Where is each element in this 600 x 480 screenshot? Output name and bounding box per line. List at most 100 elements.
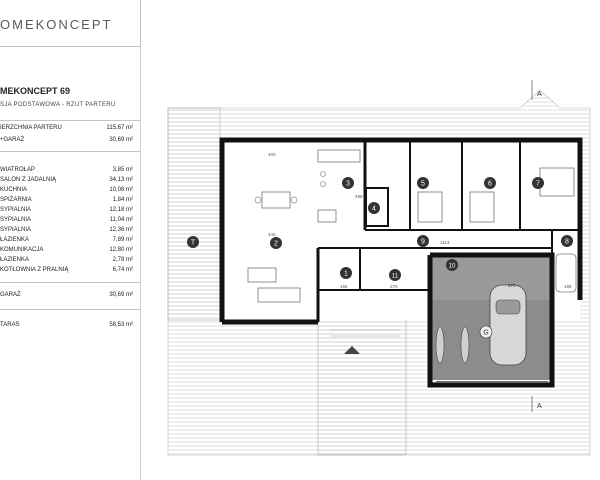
- room-name: KUCHNIA: [0, 187, 28, 193]
- room-name: WIATROŁAP: [0, 167, 35, 173]
- bed: [469, 191, 495, 223]
- garage-area: 30,69 m²: [109, 292, 133, 298]
- room-marker: 8: [561, 235, 573, 247]
- floor-plan: A A 403 440 1113 270 570 166 186 498 1 2…: [167, 80, 591, 456]
- divider: [0, 120, 140, 121]
- divider: [0, 309, 140, 310]
- room-marker: 4: [368, 202, 380, 214]
- room-marker: 2: [270, 237, 282, 249]
- room-row: SPIŻARNIA 1,84 m²: [0, 197, 133, 207]
- room-name: SALON Z JADALNIĄ: [0, 177, 57, 183]
- room-name: KOTŁOWNIA Z PRALNIĄ: [0, 267, 69, 273]
- room-number: 4: [372, 206, 376, 213]
- room-marker: 11: [389, 269, 401, 281]
- room-name: KOMUNIKACJA: [0, 247, 44, 253]
- bathtub: [555, 253, 577, 293]
- room-number: 11: [392, 274, 399, 280]
- room-marker: 7: [532, 177, 544, 189]
- dimension-label: 186: [564, 284, 572, 289]
- room-number: 3: [346, 181, 350, 188]
- room-name: SYPIALNIA: [0, 207, 32, 213]
- room-area: 7,89 m²: [112, 237, 133, 243]
- room-row: SALON Z JADALNIĄ 34,13 m²: [0, 177, 133, 187]
- room-number: 5: [421, 181, 425, 188]
- room-number: 8: [565, 239, 569, 246]
- room-area: 1,84 m²: [112, 197, 133, 203]
- room-row: KUCHNIA 10,08 m²: [0, 187, 133, 197]
- motorcycle: [460, 326, 470, 364]
- kitchen-island: [317, 209, 337, 223]
- garage-marker: G: [479, 325, 493, 339]
- outer-wall: [219, 137, 583, 322]
- garage-wall: [427, 252, 555, 388]
- room-row: KOTŁOWNIA Z PRALNIĄ 6,74 m²: [0, 267, 133, 277]
- terrace-row: TARAS 58,53 m²: [0, 322, 133, 332]
- divider: [0, 282, 140, 283]
- sofa: [247, 267, 277, 283]
- brand-bar: OMEKONCEPT: [0, 0, 141, 47]
- garage-marker-letter: G: [483, 330, 488, 337]
- section-marker: A: [537, 403, 542, 410]
- sofa: [257, 287, 301, 303]
- garage-label: GARAŻ: [0, 292, 21, 298]
- room-area: 11,04 m²: [109, 217, 133, 223]
- room-number: 1: [344, 271, 348, 278]
- room-area: 2,78 m²: [112, 257, 133, 263]
- room-row: WIATROŁAP 3,85 m²: [0, 167, 133, 177]
- total-value: 30,69 m²: [109, 137, 133, 143]
- room-number: 9: [421, 239, 425, 246]
- total-value: 115,67 m²: [106, 125, 133, 131]
- total-row: +GARAŻ 30,69 m²: [0, 137, 133, 147]
- garage-row: GARAŻ 30,69 m²: [0, 292, 133, 302]
- entrance-arrow-icon: [344, 346, 360, 354]
- total-row: IERZCHNIA PARTERU 115,67 m²: [0, 125, 133, 135]
- room-number: 6: [488, 181, 492, 188]
- entrance-deck: [317, 317, 407, 456]
- dimension-label: 403: [268, 152, 276, 157]
- dimension-label: 166: [340, 284, 348, 289]
- dimension-label: 270: [390, 284, 398, 289]
- room-name: SYPIALNIA: [0, 217, 32, 223]
- total-label: IERZCHNIA PARTERU: [0, 125, 62, 131]
- dimension-label: 440: [268, 232, 276, 237]
- motorcycle: [435, 326, 445, 364]
- divider: [0, 151, 140, 152]
- room-area: 12,18 m²: [109, 207, 133, 213]
- total-label: +GARAŻ: [0, 137, 25, 143]
- chair: [290, 196, 298, 204]
- bed: [417, 191, 443, 223]
- kitchen-counter: [317, 149, 361, 163]
- car: [489, 284, 527, 366]
- cooktop-burner: [320, 171, 326, 177]
- dimension-label: 570: [508, 283, 516, 288]
- dimension-label: 498: [355, 194, 363, 199]
- room-area: 3,85 m²: [112, 167, 133, 173]
- terrace-area: [167, 107, 221, 321]
- room-number: 7: [536, 181, 540, 188]
- room-area: 12,36 m²: [109, 227, 133, 233]
- room-area: 12,80 m²: [109, 247, 133, 253]
- room-marker: 1: [340, 267, 352, 279]
- room-row: SYPIALNIA 11,04 m²: [0, 217, 133, 227]
- room-area: 34,13 m²: [109, 177, 133, 183]
- terrace-label: TARAS: [0, 322, 20, 328]
- section-marker: A: [537, 91, 542, 98]
- terrace-area: 58,53 m²: [109, 322, 133, 328]
- room-marker: 5: [417, 177, 429, 189]
- project-title: MEKONCEPT 69: [0, 86, 71, 96]
- panel-divider: [140, 46, 141, 480]
- room-area: 6,74 m²: [112, 267, 133, 273]
- room-name: SPIŻARNIA: [0, 197, 32, 203]
- project-subtitle: SJA PODSTAWOWA - RZUT PARTERU: [0, 102, 116, 108]
- room-number: 2: [274, 241, 278, 248]
- car-windshield: [495, 299, 521, 315]
- chair: [254, 196, 262, 204]
- room-marker: 6: [484, 177, 496, 189]
- room-marker: 10: [446, 259, 458, 271]
- room-area: 10,08 m²: [109, 187, 133, 193]
- room-number: 10: [449, 264, 456, 270]
- room-marker: 9: [417, 235, 429, 247]
